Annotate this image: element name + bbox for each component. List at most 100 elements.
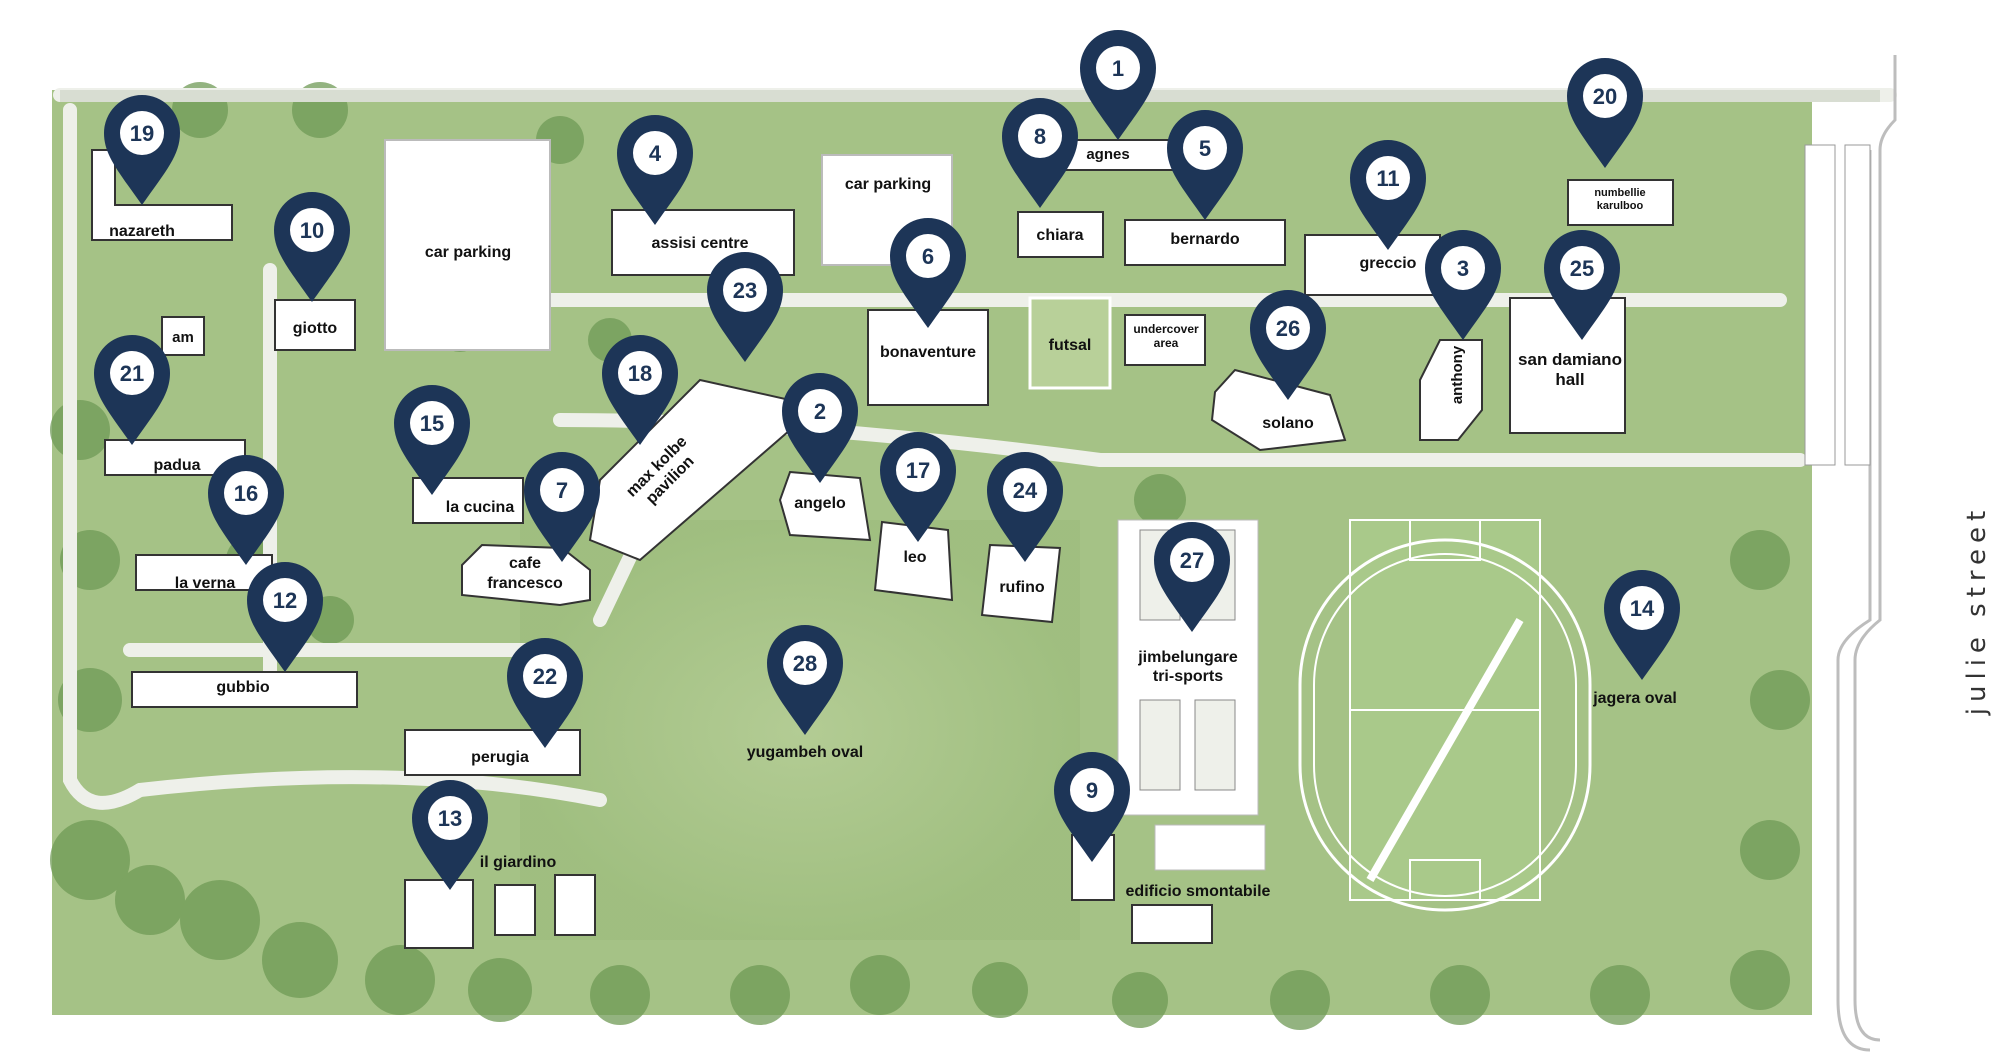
- jagera-oval-field: [1298, 519, 1592, 912]
- map-marker-icon-24[interactable]: 24: [987, 452, 1063, 562]
- giotto-building: [274, 299, 356, 351]
- svg-text:16: 16: [234, 481, 258, 506]
- futsal-court: [1028, 296, 1112, 390]
- svg-text:26: 26: [1276, 316, 1300, 341]
- undercover-label-line2: area: [1154, 336, 1179, 350]
- undercover-area: [1124, 314, 1206, 366]
- greccio-label: greccio: [1360, 255, 1417, 272]
- julie-street-kerb: [1853, 55, 1897, 1042]
- svg-text:20: 20: [1593, 84, 1617, 109]
- am-building: [161, 316, 205, 356]
- chiara-building: [1017, 211, 1104, 258]
- top-road: [60, 90, 1880, 102]
- svg-text:25: 25: [1570, 256, 1594, 281]
- map-marker-icon-23[interactable]: 23: [707, 252, 783, 362]
- right-car-park: [1804, 144, 1871, 466]
- gubbio-label: gubbio: [216, 679, 270, 696]
- edificio-smontabile-building-2: [1131, 904, 1213, 944]
- map-marker-icon-5[interactable]: 5: [1167, 110, 1243, 220]
- map-marker-icon-27[interactable]: 27: [1154, 522, 1230, 632]
- map-marker-icon-20[interactable]: 20: [1567, 58, 1643, 168]
- bernardo-building: [1124, 219, 1286, 266]
- il-giardino-label: il giardino: [480, 854, 557, 871]
- jimbelungare-label-line2: tri-sports: [1153, 668, 1223, 685]
- numbellie-label-line1: numbellie: [1594, 187, 1645, 199]
- svg-text:18: 18: [628, 361, 652, 386]
- map-marker-icon-12[interactable]: 12: [247, 562, 323, 672]
- map-marker-icon-7[interactable]: 7: [524, 452, 600, 562]
- svg-text:2: 2: [814, 399, 826, 424]
- edificio-smontabile-building-1: [1071, 834, 1115, 901]
- map-marker-icon-1[interactable]: 1: [1080, 30, 1156, 140]
- futsal-label: futsal: [1049, 337, 1092, 354]
- svg-text:6: 6: [922, 244, 934, 269]
- jimbelungare-label-line1: jimbelungare: [1137, 649, 1238, 666]
- map-marker-icon-25[interactable]: 25: [1544, 230, 1620, 340]
- svg-text:7: 7: [556, 478, 568, 503]
- map-marker-icon-8[interactable]: 8: [1002, 98, 1078, 208]
- edificio-smontabile-label: edificio smontabile: [1126, 883, 1271, 900]
- agnes-label: agnes: [1086, 146, 1129, 163]
- angelo-building: [778, 470, 872, 542]
- angelo-label: angelo: [794, 495, 846, 512]
- map-marker-icon-10[interactable]: 10: [274, 192, 350, 302]
- map-marker-icon-17[interactable]: 17: [880, 432, 956, 542]
- map-marker-icon-22[interactable]: 22: [507, 638, 583, 748]
- svg-text:22: 22: [533, 664, 557, 689]
- san-damiano-label-line1: san damiano: [1518, 350, 1622, 369]
- anthony-label: anthony: [1449, 345, 1466, 404]
- map-marker-icon-6[interactable]: 6: [890, 218, 966, 328]
- rufino-label: rufino: [999, 579, 1045, 596]
- san-damiano-label-line2: hall: [1555, 370, 1584, 389]
- rufino-building: [980, 543, 1062, 624]
- san-damiano-hall-building: [1509, 297, 1626, 434]
- gubbio-building: [131, 671, 358, 708]
- map-marker-icon-11[interactable]: 11: [1350, 140, 1426, 250]
- car-parking-left-label: car parking: [425, 244, 511, 261]
- bonaventure-label: bonaventure: [880, 344, 976, 361]
- map-marker-icon-21[interactable]: 21: [94, 335, 170, 445]
- svg-text:19: 19: [130, 121, 154, 146]
- numbellie-building: [1567, 179, 1674, 226]
- svg-text:12: 12: [273, 588, 297, 613]
- map-marker-icon-15[interactable]: 15: [394, 385, 470, 495]
- la-verna-label: la verna: [175, 575, 236, 592]
- map-marker-icon-26[interactable]: 26: [1250, 290, 1326, 400]
- map-marker-icon-13[interactable]: 13: [412, 780, 488, 890]
- map-marker-icon-9[interactable]: 9: [1054, 752, 1130, 862]
- svg-text:24: 24: [1013, 478, 1038, 503]
- map-marker-icon-18[interactable]: 18: [602, 335, 678, 445]
- map-marker-icon-19[interactable]: 19: [104, 95, 180, 205]
- svg-text:17: 17: [906, 458, 930, 483]
- am-label: am: [172, 329, 194, 346]
- svg-text:1: 1: [1112, 56, 1124, 81]
- map-marker-icon-16[interactable]: 16: [208, 455, 284, 565]
- map-marker-icon-3[interactable]: 3: [1425, 230, 1501, 340]
- il-giardino-building-2: [494, 884, 536, 936]
- cafe-francesco-label-line2: francesco: [487, 575, 563, 592]
- svg-text:15: 15: [420, 411, 444, 436]
- map-marker-icon-14[interactable]: 14: [1604, 570, 1680, 680]
- padua-label: padua: [153, 457, 200, 474]
- assisi-centre-label: assisi centre: [652, 235, 749, 252]
- map-marker-icon-28[interactable]: 28: [767, 625, 843, 735]
- svg-text:14: 14: [1630, 596, 1655, 621]
- svg-text:8: 8: [1034, 124, 1046, 149]
- map-marker-icon-4[interactable]: 4: [617, 115, 693, 225]
- chiara-label: chiara: [1036, 227, 1083, 244]
- anthony-building: [1419, 339, 1483, 441]
- svg-text:11: 11: [1376, 166, 1399, 191]
- map-pins: 1 2 3 4 5 6 7 8 9 10 11 12 13 14 15 16 1…: [94, 30, 1680, 890]
- svg-text:4: 4: [649, 141, 662, 166]
- car-parking-left: [384, 139, 551, 351]
- svg-text:28: 28: [793, 651, 817, 676]
- jagera-oval-label: jagera oval: [1592, 690, 1677, 707]
- svg-text:13: 13: [438, 806, 462, 831]
- julie-street-label: julie street: [1962, 505, 1992, 716]
- il-giardino-building-3: [554, 874, 596, 936]
- svg-text:21: 21: [120, 361, 144, 386]
- svg-text:27: 27: [1180, 548, 1204, 573]
- solano-building: [1210, 368, 1347, 452]
- map-marker-icon-2[interactable]: 2: [782, 373, 858, 483]
- undercover-label-line1: undercover: [1133, 322, 1199, 336]
